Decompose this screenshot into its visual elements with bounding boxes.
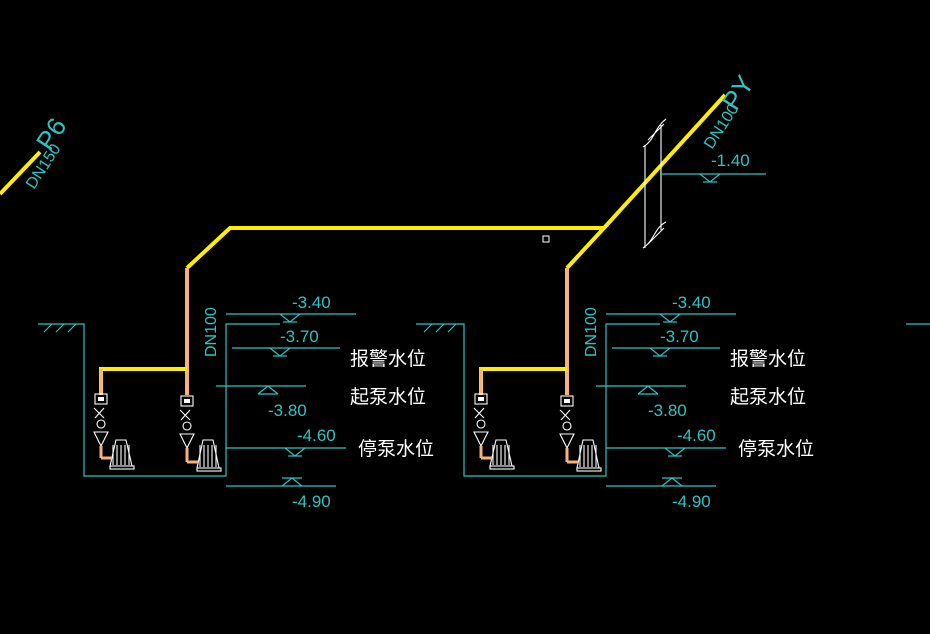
pipe-break-symbol (642, 118, 667, 249)
left-start-level-label: 起泵水位 (350, 386, 426, 408)
right-level-3: -3.80 (648, 401, 687, 420)
pump-left-a (93, 393, 135, 470)
riser-left-dn-label: DN100 (203, 307, 220, 357)
right-level-5: -4.90 (672, 492, 711, 511)
right-start-level-label: 起泵水位 (730, 386, 806, 408)
main-discharge-header (185, 93, 727, 270)
right-stop-level-label: 停泵水位 (738, 438, 814, 460)
left-level-5: -4.90 (292, 492, 331, 511)
right-level-4: -4.60 (677, 426, 716, 445)
pit-right: DN100 (416, 268, 814, 511)
pit-left: DN100 (38, 268, 434, 511)
left-level-1: -3.40 (292, 293, 331, 312)
right-level-1: -3.40 (672, 293, 711, 312)
left-stop-level-label: 停泵水位 (358, 438, 434, 460)
right-outlet-elevation: -1.40 (711, 151, 750, 170)
pump-right-b (559, 395, 602, 472)
left-level-4: -4.60 (297, 426, 336, 445)
left-outlet-pipe: DN150 P6 (0, 112, 72, 196)
grip-marker (542, 235, 550, 243)
right-level-2: -3.70 (660, 327, 699, 346)
right-alarm-level-label: 报警水位 (730, 348, 806, 370)
riser-right-dn-label: DN100 (583, 307, 600, 357)
pump-right-a (473, 393, 515, 470)
left-level-3: -3.80 (268, 401, 307, 420)
pump-left-b (179, 395, 222, 472)
left-pipe-code-label: P6 (30, 112, 72, 155)
left-level-2: -3.70 (280, 327, 319, 346)
left-alarm-level-label: 报警水位 (350, 348, 426, 370)
right-outlet-labels: DN100 PY -1.40 (660, 70, 766, 183)
